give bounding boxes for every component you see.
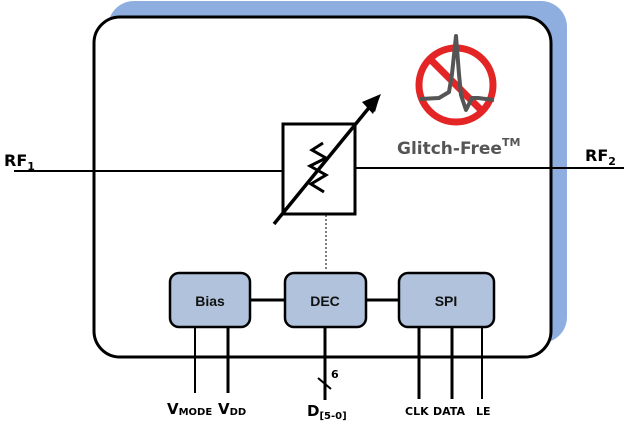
bias-block: Bias [168, 271, 252, 329]
dec-label: DEC [310, 293, 340, 309]
rf1-label: RF1 [4, 151, 35, 173]
spi-label: SPI [435, 293, 458, 309]
logo-trademark: TM [502, 136, 520, 149]
variable-attenuator-icon [272, 94, 381, 226]
bus-width-label: 6 [331, 368, 339, 381]
bus-slash [317, 377, 332, 390]
vmode-label: VMODE [167, 400, 212, 418]
vdd-label: VDD [218, 400, 246, 418]
spi-block: SPI [397, 271, 496, 329]
logo-text: Glitch-Free [397, 139, 502, 159]
data-label: DATA [433, 405, 465, 418]
glitch-pulse-icon [419, 34, 495, 112]
d-bus-label: D[5-0] [307, 402, 347, 422]
bias-label: Bias [195, 293, 225, 309]
glitch-free-logo: Glitch-FreeTM [397, 34, 520, 159]
le-label: LE [476, 405, 491, 418]
clk-label: CLK [405, 405, 429, 418]
svg-text:Glitch-FreeTM: Glitch-FreeTM [397, 136, 520, 159]
rf2-label: RF2 [585, 146, 616, 168]
dec-block: DEC [283, 271, 368, 329]
